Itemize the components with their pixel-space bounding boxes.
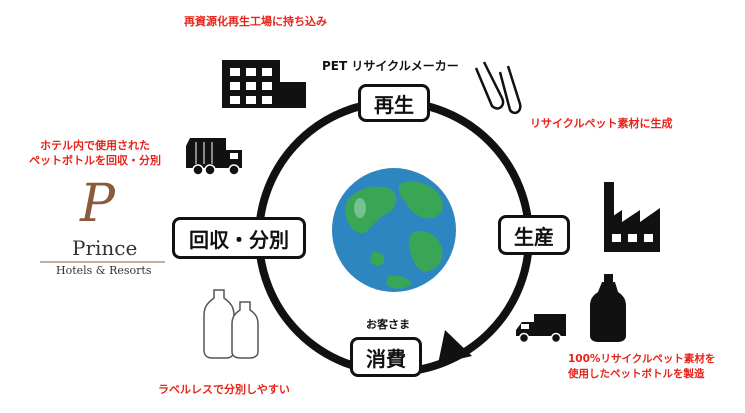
label-customer: お客さま <box>366 318 410 331</box>
globe-icon <box>332 168 456 292</box>
stage-produce: 生産 <box>498 215 570 255</box>
logo-monogram: P <box>80 174 115 234</box>
bottle-icon <box>590 274 626 342</box>
stage-regen: 再生 <box>358 84 430 122</box>
label-hotel-line1: ホテル内で使用された <box>40 139 150 152</box>
factory-building-icon <box>222 60 306 108</box>
label-hotel: ホテル内で使用された ペットボトルを回収・分別 <box>6 138 184 168</box>
label-labelless: ラベルレスで分別しやすい <box>158 383 290 396</box>
test-tubes-icon <box>474 61 522 115</box>
label-bottle-line2: 使用したペットボトルを製造 <box>568 368 705 380</box>
logo-tagline: Hotels & Resorts <box>56 264 152 277</box>
garbage-truck-icon <box>186 138 242 176</box>
pet-bottles-icon <box>203 289 259 359</box>
factory-icon <box>604 182 660 252</box>
label-recycle-material: リサイクルペット素材に生成 <box>530 117 673 130</box>
label-bottle-line1: 100%リサイクルペット素材を <box>568 353 716 365</box>
label-hotel-line2: ペットボトルを回収・分別 <box>29 154 161 167</box>
stage-collect: 回収・分別 <box>172 217 306 259</box>
label-pet-maker: PET リサイクルメーカー <box>322 59 459 73</box>
cycle-arrowhead <box>438 330 472 364</box>
logo-name: Prince <box>72 236 138 260</box>
delivery-truck-icon <box>516 314 566 344</box>
label-top: 再資源化再生工場に持ち込み <box>184 15 327 28</box>
label-bottle: 100%リサイクルペット素材を 使用したペットボトルを製造 <box>568 352 742 382</box>
stage-consume: 消費 <box>350 337 422 377</box>
